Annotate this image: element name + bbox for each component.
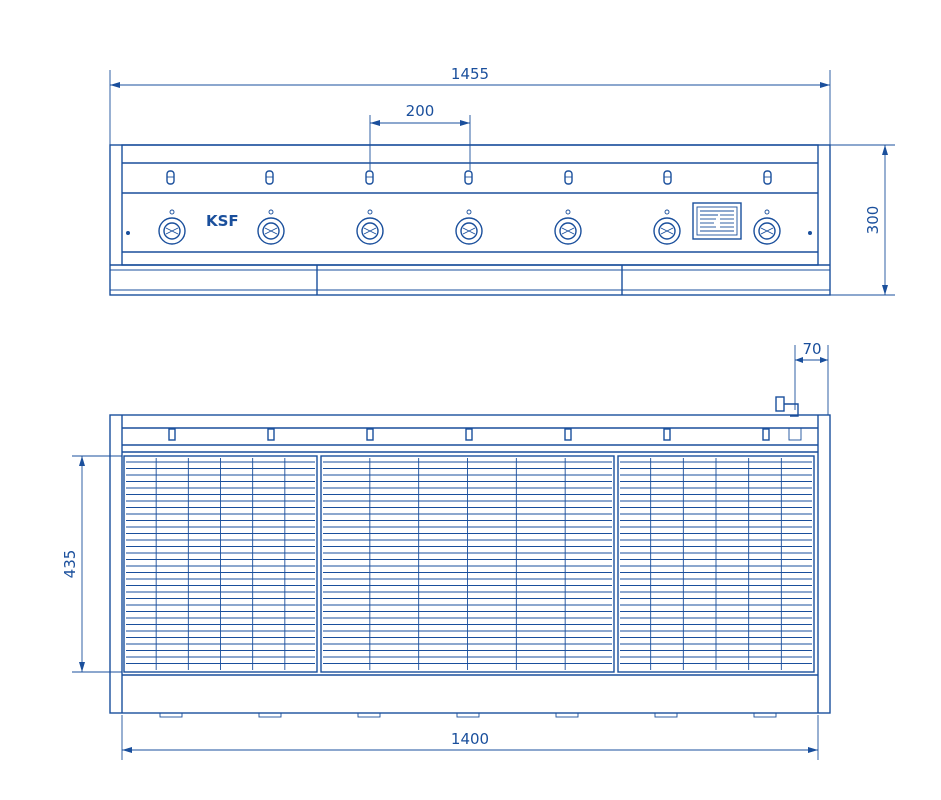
- knob-icon: [158, 209, 186, 245]
- knob-icon: [653, 209, 681, 245]
- pipe-offset-dimension: 70: [794, 340, 829, 415]
- pipe-offset-label: 70: [802, 340, 821, 358]
- knob-icon: [753, 209, 781, 245]
- height-label: 300: [864, 206, 882, 235]
- knobs: [158, 209, 781, 245]
- inner-width-label: 1400: [451, 730, 489, 748]
- brand-logo: KSF: [206, 212, 239, 230]
- gas-pipe: [775, 396, 802, 441]
- grill-sections: [123, 455, 815, 673]
- knob-icon: [257, 209, 285, 245]
- depth-label: 435: [61, 550, 79, 579]
- inner-width-dimension: 1400: [121, 715, 819, 760]
- top-view: 70 435 1400: [61, 340, 831, 760]
- grill-section: [320, 455, 615, 673]
- top-body-outline: [109, 414, 831, 714]
- front-view: 1455 200 300: [109, 65, 895, 296]
- screw-right: [808, 231, 812, 235]
- knob-icon: [554, 209, 582, 245]
- grill-section: [617, 455, 815, 673]
- grill-section: [123, 455, 318, 673]
- screw-left: [126, 231, 130, 235]
- knob-icon: [455, 209, 483, 245]
- pilot-windows: [166, 170, 772, 185]
- burner-pitch-label: 200: [406, 102, 435, 120]
- overall-width-dimension: 1455: [109, 65, 831, 145]
- overall-width-label: 1455: [451, 65, 489, 83]
- burner-studs: [168, 428, 770, 441]
- depth-dimension: 435: [61, 455, 122, 673]
- height-dimension: 300: [830, 144, 895, 296]
- burner-pitch-dimension: 200: [369, 102, 471, 170]
- feet: [159, 712, 777, 718]
- knob-icon: [356, 209, 384, 245]
- rating-plate: [692, 202, 742, 240]
